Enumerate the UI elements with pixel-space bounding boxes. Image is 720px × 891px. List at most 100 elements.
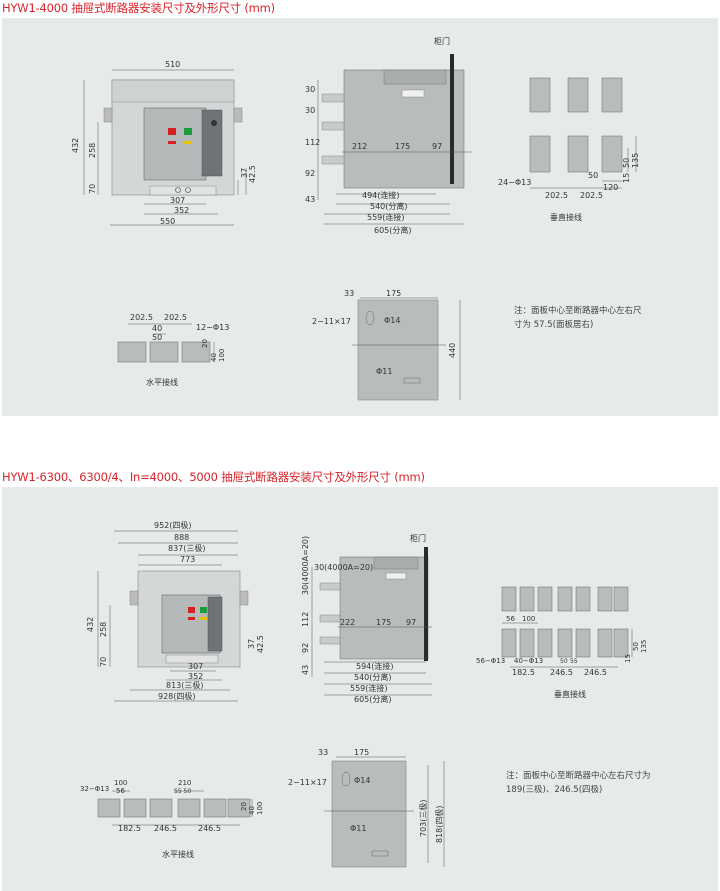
vw2-182: 182.5 bbox=[512, 668, 535, 677]
vw2-246a: 246.5 bbox=[550, 668, 573, 677]
co2-818: 818(四极) bbox=[434, 805, 444, 843]
sv2-97: 97 bbox=[406, 618, 416, 627]
vw2-56: 56 bbox=[506, 615, 515, 623]
vw2-holes56: 56−Φ13 bbox=[476, 657, 505, 665]
hw1-202a: 202.5 bbox=[130, 313, 153, 322]
hw2-55-50: 55 50 bbox=[174, 788, 191, 795]
sv1-212: 212 bbox=[352, 142, 367, 151]
sv1-door: 柜门 bbox=[434, 36, 450, 46]
sv1-540: 540(分离) bbox=[370, 201, 408, 211]
sv2-222: 222 bbox=[340, 618, 355, 627]
fv1-42-5: 42.5 bbox=[248, 165, 257, 183]
hw1-40: 40 bbox=[152, 324, 162, 333]
fv2-37: 37 bbox=[247, 639, 256, 649]
sv2-92: 92 bbox=[301, 643, 310, 653]
hw1-202b: 202.5 bbox=[164, 313, 187, 322]
vw2-holes40: 40−Φ13 bbox=[514, 657, 543, 665]
vw2-50b: 50 bbox=[632, 642, 640, 651]
vw1-15: 15 bbox=[622, 173, 631, 183]
co2-phi11: Φ11 bbox=[350, 824, 366, 833]
sv2-30v: 30(4000A=20) bbox=[301, 536, 310, 595]
hw1-40b: 40 bbox=[210, 353, 218, 362]
fv2-952: 952(四极) bbox=[154, 520, 192, 530]
fv1-70: 70 bbox=[88, 184, 97, 194]
co2-slots: 2−11×17 bbox=[288, 778, 327, 787]
vw1-holes: 24−Φ13 bbox=[498, 178, 531, 187]
hw2-100: 100 bbox=[114, 779, 127, 787]
fv2-837: 837(三极) bbox=[168, 543, 206, 553]
co2-33: 33 bbox=[318, 748, 328, 757]
sv2-30h: 30(4000A=20) bbox=[314, 563, 373, 572]
front-view: 952(四极) 888 837(三极) 773 432 258 70 307 3… bbox=[86, 520, 265, 702]
fv2-888: 888 bbox=[174, 533, 189, 542]
fv2-352: 352 bbox=[188, 672, 203, 681]
sv1-605: 605(分离) bbox=[374, 225, 412, 235]
sv1-30a: 30 bbox=[305, 85, 315, 94]
vw2-15: 15 bbox=[624, 654, 632, 663]
section1-panel: 510 432 258 70 307 352 550 37 42.5 bbox=[2, 18, 718, 416]
side-view: 柜门 30 30 112 92 43 212 175 97 494(连接) 54… bbox=[305, 36, 472, 235]
co1-phi14: Φ14 bbox=[384, 316, 400, 325]
fv1-432: 432 bbox=[71, 138, 80, 153]
hw2-40: 40 bbox=[248, 806, 256, 815]
hw2-holes: 32−Φ13 bbox=[80, 785, 109, 793]
vertical-wiring: 24−Φ13 202.5 202.5 50 120 50 135 15 垂直接线 bbox=[498, 77, 640, 222]
sv2-559: 559(连接) bbox=[350, 683, 388, 693]
fv1-307: 307 bbox=[170, 196, 185, 205]
sv2-594: 594(连接) bbox=[356, 661, 394, 671]
section2-panel: 952(四极) 888 837(三极) 773 432 258 70 307 3… bbox=[2, 487, 718, 891]
fv2-70: 70 bbox=[99, 657, 108, 667]
fv1-510: 510 bbox=[165, 60, 180, 69]
co1-33: 33 bbox=[344, 289, 354, 298]
horizontal-wiring: 202.5 202.5 40 50 12−Φ13 20 40 100 水平接线 bbox=[117, 313, 229, 387]
panel-cutout: 33 175 2−11×17 Φ14 Φ11 440 bbox=[312, 289, 461, 401]
vw2-100: 100 bbox=[522, 615, 535, 623]
vw1-202a: 202.5 bbox=[545, 191, 568, 200]
sv2-540: 540(分离) bbox=[354, 672, 392, 682]
section2-drawings: 952(四极) 888 837(三极) 773 432 258 70 307 3… bbox=[80, 520, 648, 868]
vw1-135: 135 bbox=[631, 153, 640, 168]
vw2-246b: 246.5 bbox=[584, 668, 607, 677]
co2-703: 703(三极) bbox=[418, 799, 428, 837]
fv2-432: 432 bbox=[86, 617, 95, 632]
sv1-559: 559(连接) bbox=[367, 212, 405, 222]
co2-phi14: Φ14 bbox=[354, 776, 370, 785]
hw2-246b: 246.5 bbox=[198, 824, 221, 833]
horizontal-wiring: 100 56 32−Φ13 210 55 50 182.5 246.5 246.… bbox=[80, 779, 264, 859]
hw1-holes: 12−Φ13 bbox=[196, 323, 229, 332]
sv2-175: 175 bbox=[376, 618, 391, 627]
hw1-20: 20 bbox=[201, 339, 209, 348]
sv1-43: 43 bbox=[305, 195, 315, 204]
fv2-258: 258 bbox=[99, 622, 108, 637]
sv1-92: 92 bbox=[305, 169, 315, 178]
vw1-50: 50 bbox=[588, 171, 598, 180]
co1-175: 175 bbox=[386, 289, 401, 298]
sv1-30b: 30 bbox=[305, 106, 315, 115]
sv2-112: 112 bbox=[301, 612, 310, 627]
co2-175: 175 bbox=[354, 748, 369, 757]
vw1-120: 120 bbox=[603, 183, 618, 192]
hw2-56: 56 bbox=[116, 787, 125, 795]
section1-note: 注：面板中心至断路器中心左右尺寸为 57.5(面板居右) bbox=[514, 306, 642, 330]
hw1-caption: 水平接线 bbox=[146, 377, 178, 387]
sv1-97: 97 bbox=[432, 142, 442, 151]
fv1-37: 37 bbox=[240, 168, 249, 178]
sv1-112: 112 bbox=[305, 138, 320, 147]
fv2-42-5: 42.5 bbox=[256, 635, 265, 653]
side-view: 柜门 30(4000A=20) 30(4000A=20) 112 92 43 2… bbox=[301, 533, 432, 704]
hw2-100b: 100 bbox=[256, 802, 264, 815]
hw2-210: 210 bbox=[178, 779, 191, 787]
co1-slots: 2−11×17 bbox=[312, 317, 351, 326]
fv1-258: 258 bbox=[88, 143, 97, 158]
co1-440: 440 bbox=[448, 343, 457, 358]
fv2-813: 813(三极) bbox=[166, 680, 204, 690]
vw1-202b: 202.5 bbox=[580, 191, 603, 200]
section1-drawings: 510 432 258 70 307 352 550 37 42.5 bbox=[71, 36, 640, 401]
vw2-50: 50 bbox=[560, 658, 568, 665]
sv1-494: 494(连接) bbox=[362, 190, 400, 200]
section2-title: HYW1-6300、6300/4、In=4000、5000 抽屉式断路器安装尺寸… bbox=[2, 470, 425, 484]
vw1-50b: 50 bbox=[622, 158, 631, 168]
hw2-246a: 246.5 bbox=[154, 824, 177, 833]
vw1-caption: 垂直接线 bbox=[550, 212, 582, 222]
section2-note: 注：面板中心至断路器中心左右尺寸为 189(三极)、246.5(四极) bbox=[506, 771, 651, 795]
